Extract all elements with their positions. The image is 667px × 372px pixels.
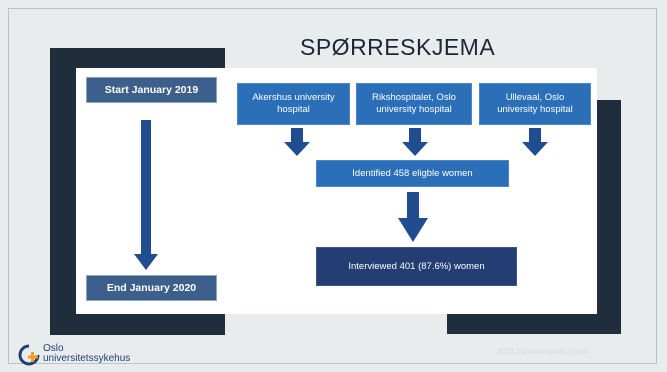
slide-frame (8, 8, 657, 364)
logo-text: Oslo universitetssykehus (43, 344, 130, 364)
down-arrow-rikshospitalet (402, 128, 428, 156)
hospital-box-ullevaal: Ullevaal, Oslo university hospital (479, 83, 591, 125)
slide-title: SPØRRESKJEMA (300, 34, 496, 60)
oslo-university-hospital-logo-icon (18, 344, 40, 366)
footer-text: 2021 | Universitetet i Oslo (497, 347, 589, 356)
hospital-logo: Oslo universitetssykehus (18, 342, 178, 368)
logo-line-universitetssykehus: universitetssykehus (43, 353, 131, 364)
down-arrow-akershus (284, 128, 310, 156)
logo-line-oslo: Oslo (43, 343, 64, 354)
interviewed-box: Interviewed 401 (87.6%) women (316, 247, 517, 286)
down-arrow-ullevaal (522, 128, 548, 156)
hospital-box-akershus: Akershus university hospital (237, 83, 350, 125)
diagram-panel: Start January 2019 End January 2020 Aker… (76, 68, 597, 314)
hospital-box-rikshospitalet: Rikshospitalet, Oslo university hospital (356, 83, 472, 125)
identified-box: Identified 458 eligble women (316, 160, 509, 187)
end-date-box: End January 2020 (86, 275, 217, 301)
down-arrow-identified (398, 192, 428, 242)
start-date-box: Start January 2019 (86, 77, 217, 103)
timeline-arrow (134, 120, 158, 270)
